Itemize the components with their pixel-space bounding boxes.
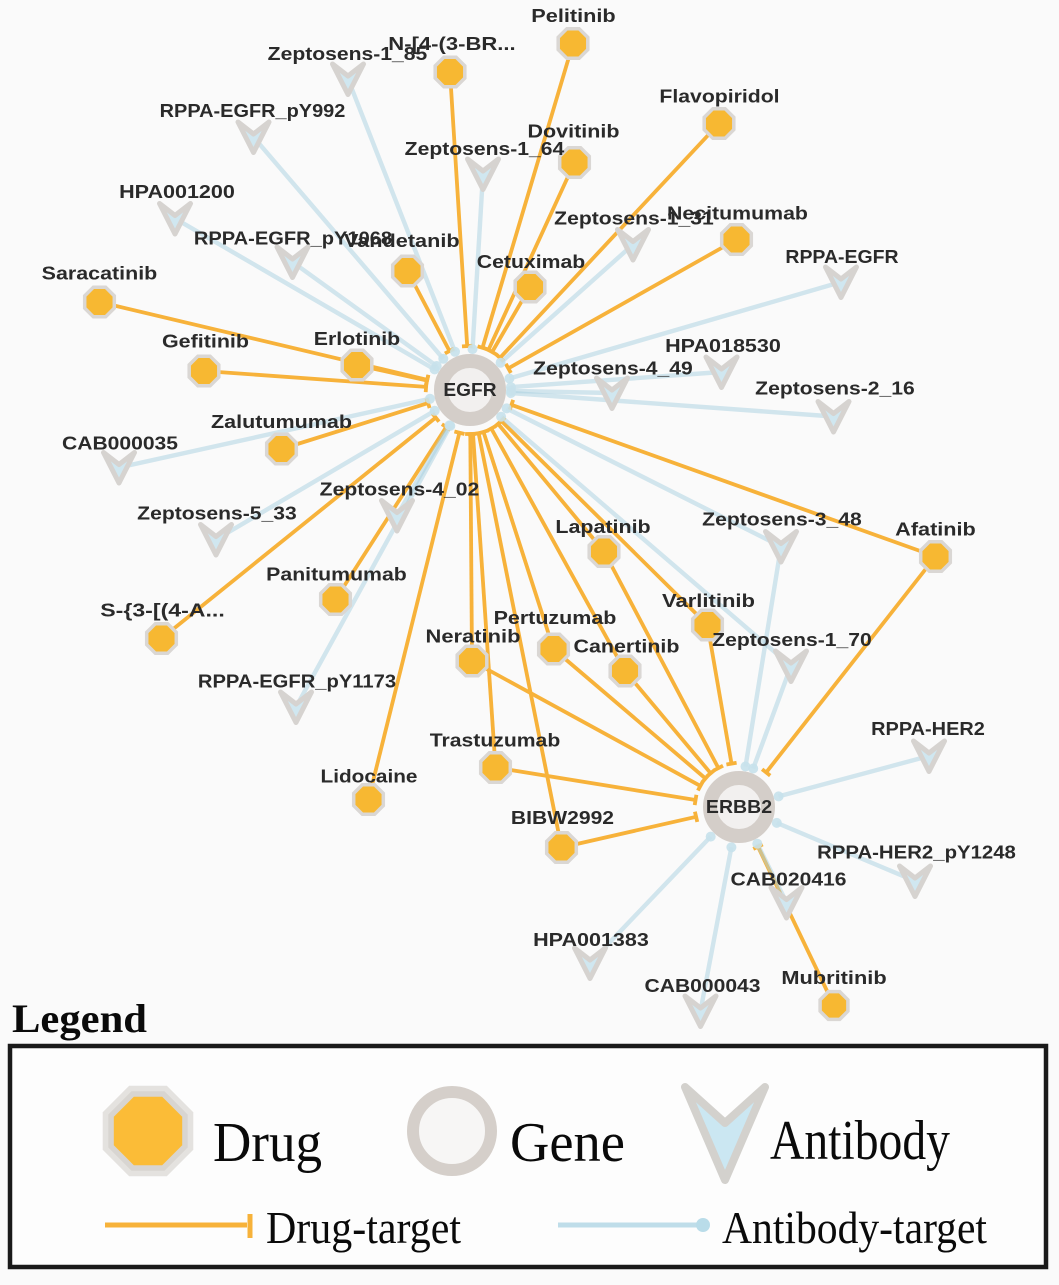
svg-text:BIBW2992: BIBW2992: [511, 808, 614, 828]
svg-text:S-{3-[(4-A...: S-{3-[(4-A...: [100, 601, 225, 621]
svg-text:Drug: Drug: [213, 1112, 322, 1174]
svg-text:Erlotinib: Erlotinib: [314, 329, 400, 349]
svg-text:RPPA-EGFR_pY1173: RPPA-EGFR_pY1173: [198, 672, 396, 692]
svg-text:Zeptosens-1_85: Zeptosens-1_85: [268, 44, 428, 64]
svg-text:EGFR: EGFR: [443, 380, 496, 400]
svg-text:RPPA-EGFR_pY992: RPPA-EGFR_pY992: [160, 101, 346, 121]
svg-text:Zeptosens-1_64: Zeptosens-1_64: [405, 139, 565, 159]
svg-text:HPA001383: HPA001383: [533, 930, 649, 950]
svg-text:Zeptosens-4_02: Zeptosens-4_02: [320, 480, 480, 500]
svg-text:Legend: Legend: [12, 996, 147, 1041]
svg-text:Zeptosens-1_31: Zeptosens-1_31: [554, 209, 714, 229]
svg-text:RPPA-HER2: RPPA-HER2: [871, 719, 985, 739]
svg-text:Zeptosens-3_48: Zeptosens-3_48: [702, 510, 862, 530]
svg-text:Neratinib: Neratinib: [426, 627, 521, 647]
svg-text:Dovitinib: Dovitinib: [528, 122, 620, 142]
svg-text:HPA018530: HPA018530: [665, 336, 781, 356]
svg-text:Trastuzumab: Trastuzumab: [430, 731, 561, 751]
svg-text:Antibody-target: Antibody-target: [722, 1202, 987, 1253]
svg-text:Panitumumab: Panitumumab: [266, 565, 407, 585]
svg-text:Canertinib: Canertinib: [574, 637, 680, 657]
svg-text:Necitumumab: Necitumumab: [667, 204, 808, 224]
svg-text:CAB000035: CAB000035: [62, 434, 178, 454]
svg-text:Zalutumumab: Zalutumumab: [211, 412, 352, 432]
svg-text:RPPA-HER2_pY1248: RPPA-HER2_pY1248: [817, 843, 1016, 863]
svg-text:Saracatinib: Saracatinib: [42, 264, 158, 284]
svg-text:CAB000043: CAB000043: [645, 976, 761, 996]
svg-text:Pertuzumab: Pertuzumab: [494, 608, 617, 628]
svg-text:Pelitinib: Pelitinib: [531, 6, 615, 26]
svg-text:Antibody: Antibody: [770, 1110, 950, 1172]
svg-text:Varlitinib: Varlitinib: [662, 591, 755, 611]
svg-text:Flavopiridol: Flavopiridol: [659, 87, 779, 107]
svg-text:Mubritinib: Mubritinib: [781, 968, 886, 988]
svg-text:Lapatinib: Lapatinib: [555, 517, 650, 537]
svg-text:CAB020416: CAB020416: [731, 870, 847, 890]
svg-text:Afatinib: Afatinib: [895, 520, 976, 540]
svg-text:Zeptosens-4_49: Zeptosens-4_49: [533, 359, 693, 379]
svg-text:Zeptosens-2_16: Zeptosens-2_16: [755, 379, 915, 399]
svg-text:ERBB2: ERBB2: [706, 797, 772, 817]
svg-text:RPPA-EGFR: RPPA-EGFR: [785, 247, 898, 267]
svg-text:Zeptosens-1_70: Zeptosens-1_70: [712, 630, 872, 650]
svg-text:Gene: Gene: [510, 1112, 625, 1174]
svg-text:N-[4-(3-BR...: N-[4-(3-BR...: [388, 34, 515, 54]
svg-text:Cetuximab: Cetuximab: [477, 252, 585, 272]
svg-text:RPPA-EGFR_pY1068: RPPA-EGFR_pY1068: [194, 229, 392, 249]
svg-text:Drug-target: Drug-target: [266, 1202, 461, 1253]
svg-text:HPA001200: HPA001200: [119, 182, 235, 202]
svg-text:Gefitinib: Gefitinib: [162, 332, 249, 352]
svg-text:Zeptosens-5_33: Zeptosens-5_33: [137, 504, 297, 524]
svg-text:Vandetanib: Vandetanib: [344, 231, 460, 251]
svg-text:Lidocaine: Lidocaine: [321, 767, 418, 787]
